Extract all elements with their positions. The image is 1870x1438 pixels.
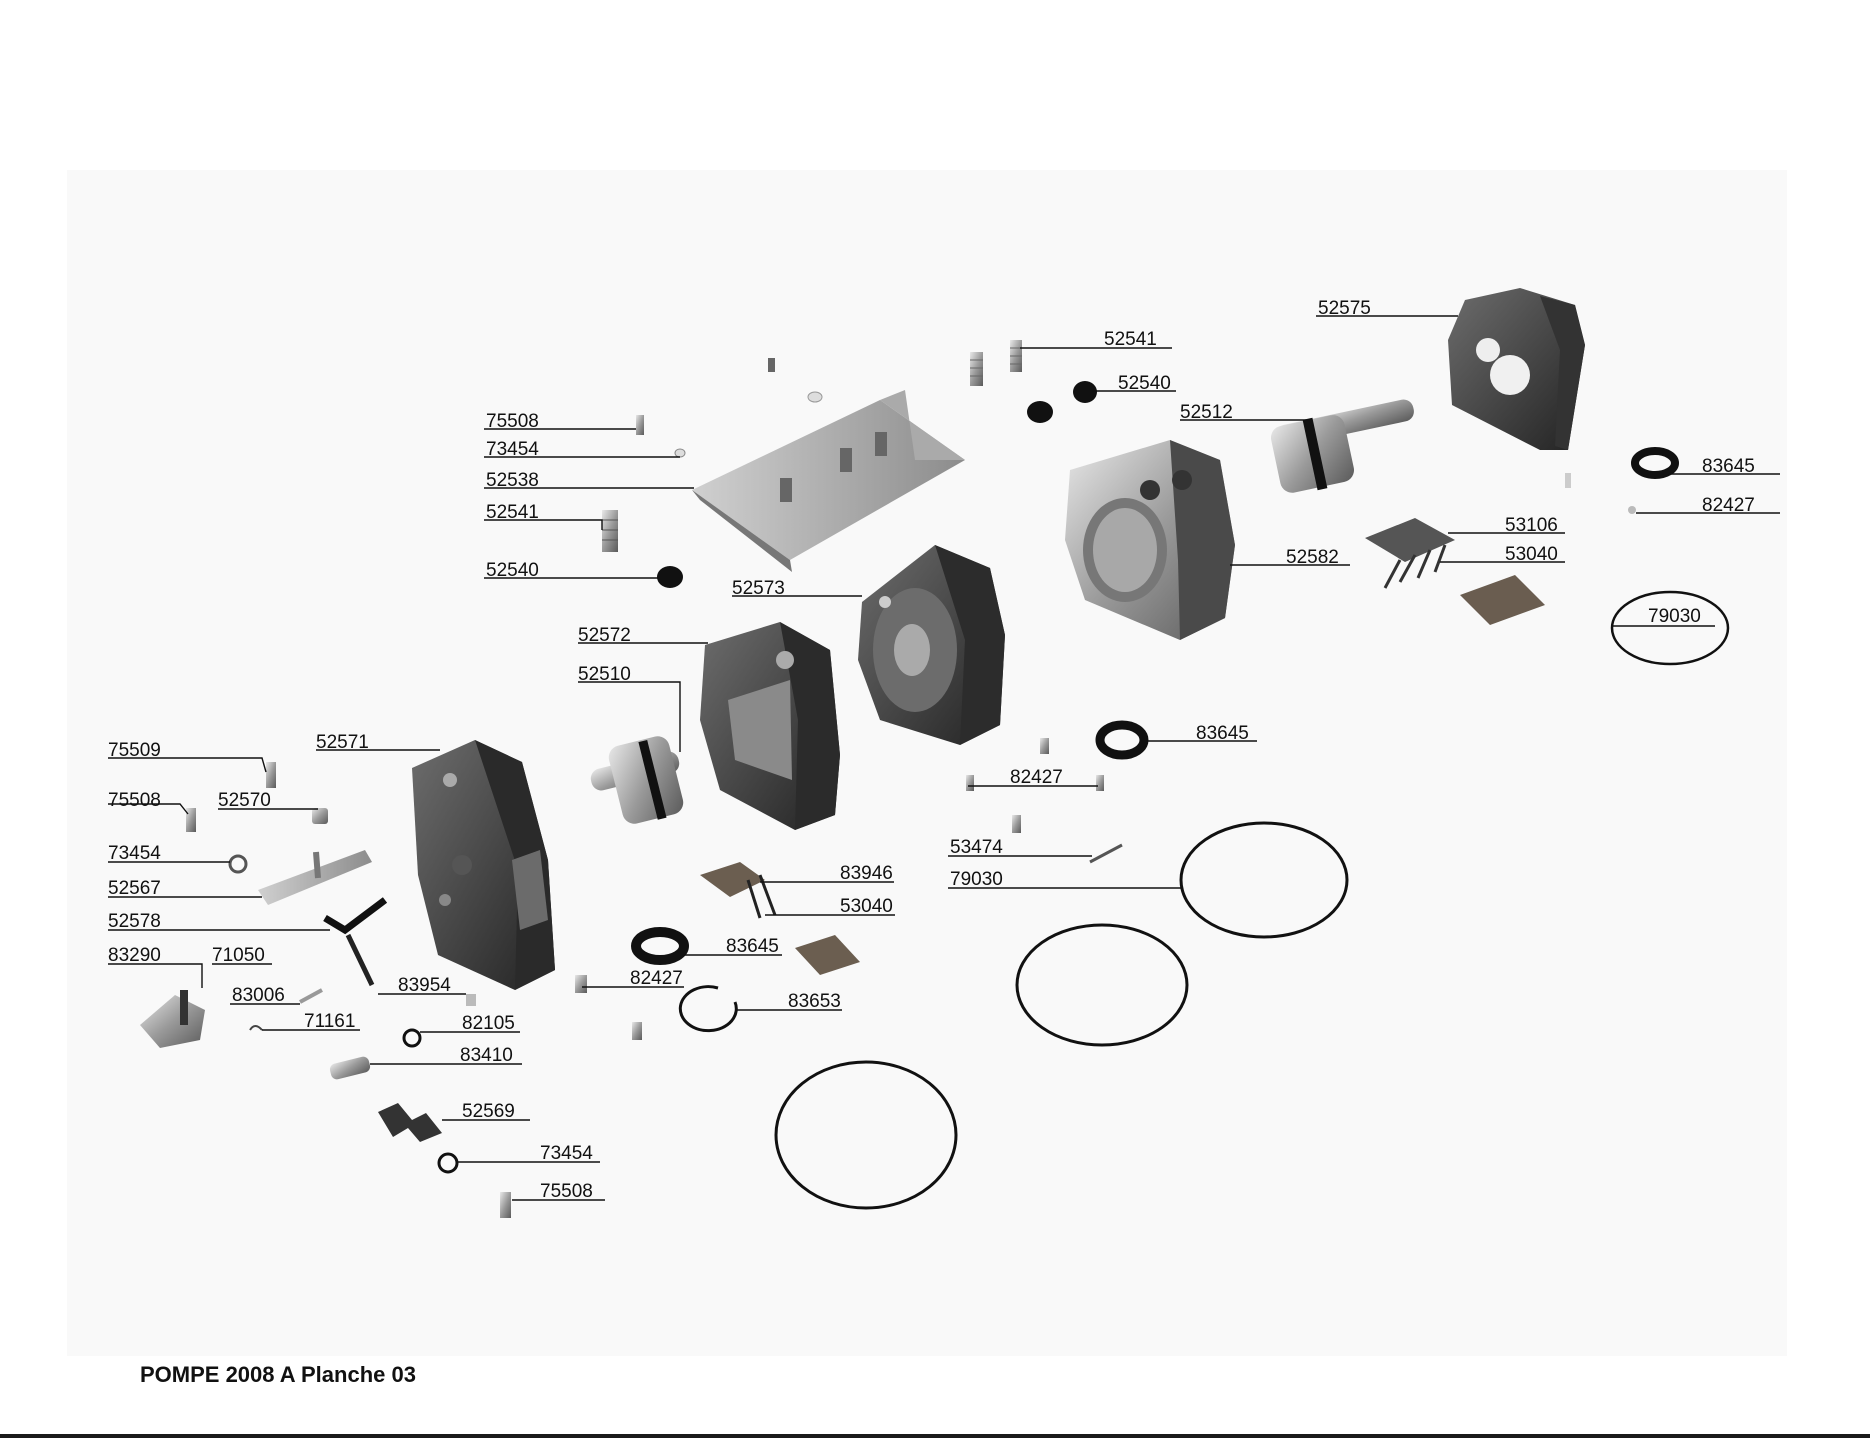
- part-73454-washer-left: [230, 856, 246, 872]
- label-52575: 52575: [1318, 298, 1371, 319]
- part-52512-rotor: [1269, 398, 1416, 495]
- part-52572-housing: [700, 622, 840, 830]
- label-83645: 83645: [726, 936, 779, 957]
- part-79030-oring-right: [1612, 592, 1728, 664]
- part-71161-clip: [250, 1026, 262, 1030]
- label-73454: 73454: [108, 843, 161, 864]
- label-52538: 52538: [486, 470, 539, 491]
- part-52540-caps: [1027, 381, 1097, 423]
- part-83410-screw: [329, 1055, 372, 1080]
- label-75508: 75508: [540, 1181, 593, 1202]
- part-52578-arm: [325, 900, 385, 985]
- label-52578: 52578: [108, 911, 161, 932]
- label-79030: 79030: [950, 869, 1003, 890]
- part-82105-ring: [404, 1030, 420, 1046]
- label-83006: 83006: [232, 985, 285, 1006]
- label-83946: 83946: [840, 863, 893, 884]
- part-52541-spring-left: [602, 510, 618, 552]
- part-83954-pin: [466, 994, 476, 1006]
- part-75508-screw-bottom: [500, 1192, 511, 1218]
- label-83410: 83410: [460, 1045, 513, 1066]
- part-52575-end-plate: [1448, 288, 1585, 450]
- label-52541: 52541: [1104, 329, 1157, 350]
- bottom-border: [0, 1434, 1870, 1438]
- part-83645-seal-middle: [1100, 725, 1144, 755]
- label-52512: 52512: [1180, 402, 1233, 423]
- part-75509-screw: [266, 762, 276, 788]
- label-73454: 73454: [540, 1143, 593, 1164]
- sheet-title: POMPE 2008 A Planche 03: [140, 1362, 416, 1388]
- label-75508: 75508: [108, 790, 161, 811]
- part-52538-bracket: [692, 390, 965, 572]
- part-52540-cap-left: [657, 566, 683, 588]
- label-53040: 53040: [840, 896, 893, 917]
- label-71050: 71050: [212, 945, 265, 966]
- label-52572: 52572: [578, 625, 631, 646]
- label-83645: 83645: [1196, 723, 1249, 744]
- label-52571: 52571: [316, 732, 369, 753]
- label-82427: 82427: [630, 968, 683, 989]
- part-83946-53040-brush: [700, 862, 775, 918]
- label-52573: 52573: [732, 578, 785, 599]
- label-73454: 73454: [486, 439, 539, 460]
- label-52569: 52569: [462, 1101, 515, 1122]
- label-79030: 79030: [1648, 606, 1701, 627]
- part-83645-seal-lower: [636, 932, 684, 960]
- label-82105: 82105: [462, 1013, 515, 1034]
- label-83290: 83290: [108, 945, 161, 966]
- part-52541-springs: [970, 340, 1022, 386]
- part-52510-rotor: [589, 734, 686, 827]
- label-75509: 75509: [108, 740, 161, 761]
- part-52573-flange: [858, 545, 1005, 745]
- label-52570: 52570: [218, 790, 271, 811]
- label-52567: 52567: [108, 878, 161, 899]
- label-53040: 53040: [1505, 544, 1558, 565]
- label-53106: 53106: [1505, 515, 1558, 536]
- label-82427: 82427: [1010, 767, 1063, 788]
- part-52582-housing: [1065, 440, 1235, 640]
- part-52567-lever: [258, 850, 372, 905]
- label-75508: 75508: [486, 411, 539, 432]
- label-52540: 52540: [486, 560, 539, 581]
- label-83954: 83954: [398, 975, 451, 996]
- part-52570-bushing: [312, 808, 328, 824]
- label-83653: 83653: [788, 991, 841, 1012]
- part-52571-end-plate: [412, 740, 555, 990]
- part-83290-fork: [140, 990, 205, 1048]
- part-82427-pin-right: [1565, 473, 1636, 514]
- part-75508-screw-left: [186, 808, 196, 832]
- part-83006-pin: [300, 990, 322, 1002]
- part-83645-seal-right: [1635, 451, 1675, 475]
- label-52540: 52540: [1118, 373, 1171, 394]
- label-52582: 52582: [1286, 547, 1339, 568]
- label-83645: 83645: [1702, 456, 1755, 477]
- label-52510: 52510: [578, 664, 631, 685]
- part-52569-clamp: [378, 1103, 442, 1142]
- label-52541: 52541: [486, 502, 539, 523]
- label-71161: 71161: [304, 1011, 355, 1032]
- part-73454-washer-bottom: [439, 1154, 457, 1172]
- label-53474: 53474: [950, 837, 1003, 858]
- label-82427: 82427: [1702, 495, 1755, 516]
